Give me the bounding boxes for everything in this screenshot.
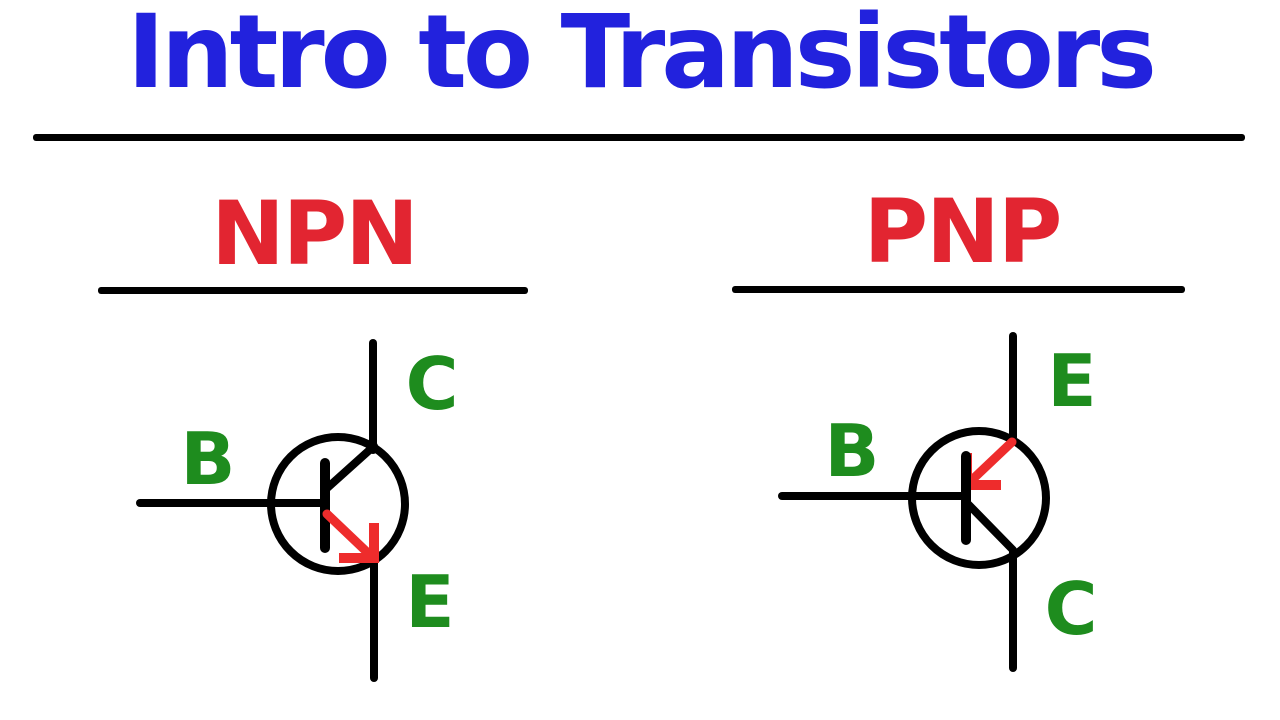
pnp-collector-diagonal bbox=[964, 500, 1017, 554]
npn-base-label: B bbox=[180, 417, 236, 501]
pnp-heading-underline bbox=[732, 286, 1185, 293]
npn-emitter-label: E bbox=[405, 560, 455, 644]
npn-emitter-arrow-shaft bbox=[322, 509, 374, 559]
pnp-base-label: B bbox=[824, 409, 880, 493]
title-underline bbox=[33, 134, 1245, 141]
pnp-heading: PNP bbox=[863, 180, 1063, 283]
npn-symbol bbox=[136, 339, 409, 682]
pnp-emitter-arrow-shaft bbox=[969, 437, 1017, 483]
npn-emitter-arrow-head bbox=[339, 523, 379, 563]
pnp-collector-label: C bbox=[1044, 567, 1098, 651]
npn-collector-diagonal bbox=[321, 442, 378, 494]
npn-collector-label: C bbox=[405, 342, 459, 426]
npn-heading: NPN bbox=[211, 182, 419, 285]
pnp-emitter-label: E bbox=[1047, 339, 1097, 423]
npn-heading-underline bbox=[98, 287, 528, 294]
page-title: Intro to Transistors bbox=[127, 0, 1157, 112]
pnp-symbol bbox=[778, 332, 1050, 672]
